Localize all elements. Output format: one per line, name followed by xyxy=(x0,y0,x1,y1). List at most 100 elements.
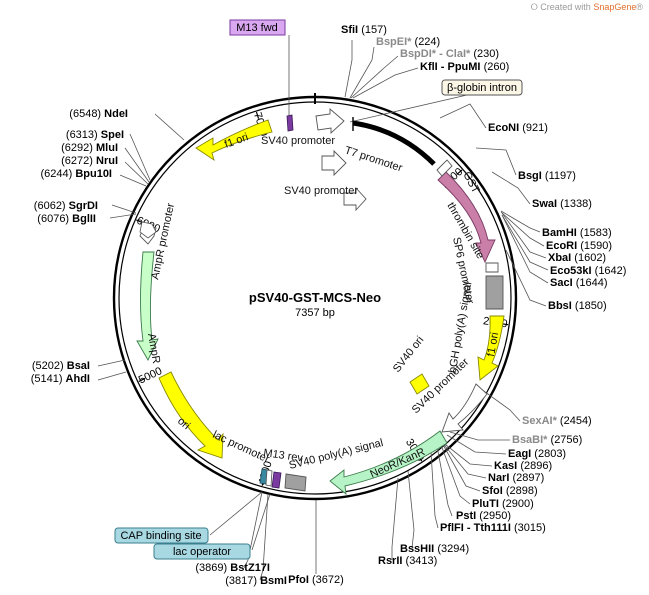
enzyme-label[interactable]: (6062) SgrDI xyxy=(34,200,98,212)
enzyme-name: SgrDI xyxy=(69,200,98,212)
sv40-promoter-inner-arrow-2[interactable] xyxy=(343,186,367,212)
enzyme-label[interactable]: (3869) BstZ17I xyxy=(195,562,270,574)
ampr-promoter-inner-arrow[interactable] xyxy=(139,221,157,239)
enzyme-name: BstZ17I xyxy=(230,562,270,574)
enzyme-label[interactable]: SwaI (1338) xyxy=(532,198,592,210)
enzyme-position: (1642) xyxy=(595,265,627,277)
badge-cap-binding-site[interactable]: CAP binding site xyxy=(114,527,209,544)
sv40-ori-block[interactable] xyxy=(409,373,430,395)
neor-kanr-arrow[interactable] xyxy=(329,430,448,496)
enzyme-position: (3294) xyxy=(437,543,469,555)
badge-lac-operator[interactable]: lac operator xyxy=(153,543,251,560)
enzyme-label[interactable]: PflFI - Tth111I (3015) xyxy=(440,522,546,534)
t7-promoter-mark[interactable] xyxy=(352,120,436,166)
tick-label-5000: 5000 xyxy=(137,365,164,386)
tick-mark-5000 xyxy=(138,377,146,382)
label-f1-ori-right: f1 ori xyxy=(485,331,501,357)
enzyme-position: (921) xyxy=(522,122,548,134)
enzyme-label[interactable]: (6313) SpeI xyxy=(66,129,124,141)
ori-arrow[interactable] xyxy=(158,371,224,459)
label-ampr: AmpR xyxy=(145,332,162,364)
enzyme-label[interactable]: PfoI (3672) xyxy=(288,574,344,586)
badge-beta-globin-intron[interactable]: β-globin intron xyxy=(441,79,523,96)
enzyme-leaders xyxy=(97,35,549,581)
enzyme-label[interactable]: SacI (1644) xyxy=(550,277,608,289)
ampr-arrow[interactable] xyxy=(136,251,159,361)
enzyme-label[interactable]: RsrII (3413) xyxy=(378,555,437,567)
enzyme-label[interactable]: Eco53kI (1642) xyxy=(550,265,626,277)
enzyme-position: (2897) xyxy=(512,472,544,484)
enzyme-position: (6076) xyxy=(37,213,69,225)
enzyme-label[interactable]: PstI (2950) xyxy=(456,510,511,522)
enzyme-label[interactable]: (6076) BglII xyxy=(37,213,96,225)
enzyme-label[interactable]: SfiI (157) xyxy=(341,24,387,36)
enzyme-label[interactable]: (5202) BsaI xyxy=(32,360,90,372)
enzyme-name: KasI xyxy=(494,460,517,472)
enzyme-label[interactable]: BspEI* (224) xyxy=(376,36,440,48)
enzyme-name: AhdI xyxy=(66,373,90,385)
enzyme-label[interactable]: PluTI (2900) xyxy=(472,498,534,510)
sv40-promoter-top-arrow[interactable] xyxy=(315,108,345,135)
enzyme-name: BbsI xyxy=(548,300,572,312)
enzyme-label[interactable]: (6292) MluI xyxy=(61,142,118,154)
label-m13-rev: M13 rev xyxy=(263,447,305,464)
enzyme-label[interactable]: BspDI* - ClaI* (230) xyxy=(400,48,499,60)
enzyme-name: BsaBI* xyxy=(512,434,548,446)
enzyme-label[interactable]: EcoNI (921) xyxy=(488,122,548,134)
enzyme-label[interactable]: EagI (2803) xyxy=(508,448,566,460)
snapgene-logo-icon: ⭘ xyxy=(530,2,538,12)
enzyme-label[interactable]: BssHII (3294) xyxy=(400,543,469,555)
enzyme-label[interactable]: KflI - PpuMI (260) xyxy=(420,61,509,73)
enzyme-label[interactable]: (5141) AhdI xyxy=(31,373,90,385)
enzyme-name: SacI xyxy=(550,277,573,289)
enzyme-label[interactable]: XbaI (1602) xyxy=(548,252,606,264)
enzyme-label[interactable]: KasI (2896) xyxy=(494,460,552,472)
enzyme-label[interactable]: (6244) Bpu10I xyxy=(40,168,112,180)
enzyme-position: (260) xyxy=(484,61,510,73)
enzyme-name: Eco53kI xyxy=(550,265,592,277)
enzyme-label[interactable]: SexAI* (2454) xyxy=(522,415,592,427)
enzyme-position: (224) xyxy=(415,36,441,48)
enzyme-label[interactable]: BbsI (1850) xyxy=(548,300,607,312)
sp6-promoter-arrow[interactable] xyxy=(485,262,499,273)
sv40-polya-block[interactable] xyxy=(284,473,307,492)
sv40-promoter-inner-arrow[interactable] xyxy=(321,149,347,177)
enzyme-name: SwaI xyxy=(532,198,557,210)
enzyme-label[interactable]: SfoI (2898) xyxy=(482,485,538,497)
enzyme-position: (3672) xyxy=(312,574,344,586)
thrombin-site-mark[interactable] xyxy=(436,159,453,177)
m13-fwd-mark[interactable] xyxy=(286,114,294,132)
enzyme-label[interactable]: (6272) NruI xyxy=(61,155,118,167)
enzyme-name: SfiI xyxy=(341,24,358,36)
enzyme-position: (6272) xyxy=(61,155,93,167)
label-ampr-promoter: AmpR promoter xyxy=(149,202,177,281)
sv40-promoter-right-arrow[interactable] xyxy=(441,383,488,433)
enzyme-position: (2900) xyxy=(502,498,534,510)
enzyme-position: (2756) xyxy=(551,434,583,446)
label-sv40-promoter-inner: SV40 promoter xyxy=(284,185,358,197)
enzyme-label[interactable]: (6548) NdeI xyxy=(69,108,128,120)
enzyme-label[interactable]: BamHI (1583) xyxy=(542,227,612,239)
m13-rev-mark[interactable] xyxy=(271,471,282,489)
f1-ori-right-arrow[interactable] xyxy=(477,315,505,381)
enzyme-name: SfoI xyxy=(482,485,503,497)
enzyme-label[interactable]: NarI (2897) xyxy=(488,472,544,484)
enzyme-position: (230) xyxy=(473,48,499,60)
enzyme-label[interactable]: EcoRI (1590) xyxy=(546,240,612,252)
enzyme-label[interactable]: BsaBI* (2756) xyxy=(512,434,582,446)
label-f1-ori-top: f1 ori xyxy=(223,131,250,151)
enzyme-name: BsaI xyxy=(67,360,90,372)
f1-ori-top-arrow[interactable] xyxy=(195,119,273,162)
plasmid-length: 7357 bp xyxy=(295,307,335,319)
gst-arrow[interactable] xyxy=(437,171,496,264)
lac-promoter-mark[interactable] xyxy=(265,469,273,487)
bgh-polya-block[interactable] xyxy=(485,275,504,310)
enzyme-label[interactable]: BsgI (1197) xyxy=(518,170,576,182)
enzyme-name: BssHII xyxy=(400,543,434,555)
enzyme-position: (1644) xyxy=(576,277,608,289)
tick-mark-1000 xyxy=(456,169,463,175)
enzyme-label[interactable]: (3817) BsmI xyxy=(225,575,287,587)
badge-m13-fwd[interactable]: M13 fwd xyxy=(229,19,286,36)
enzyme-name: BamHI xyxy=(542,227,577,239)
